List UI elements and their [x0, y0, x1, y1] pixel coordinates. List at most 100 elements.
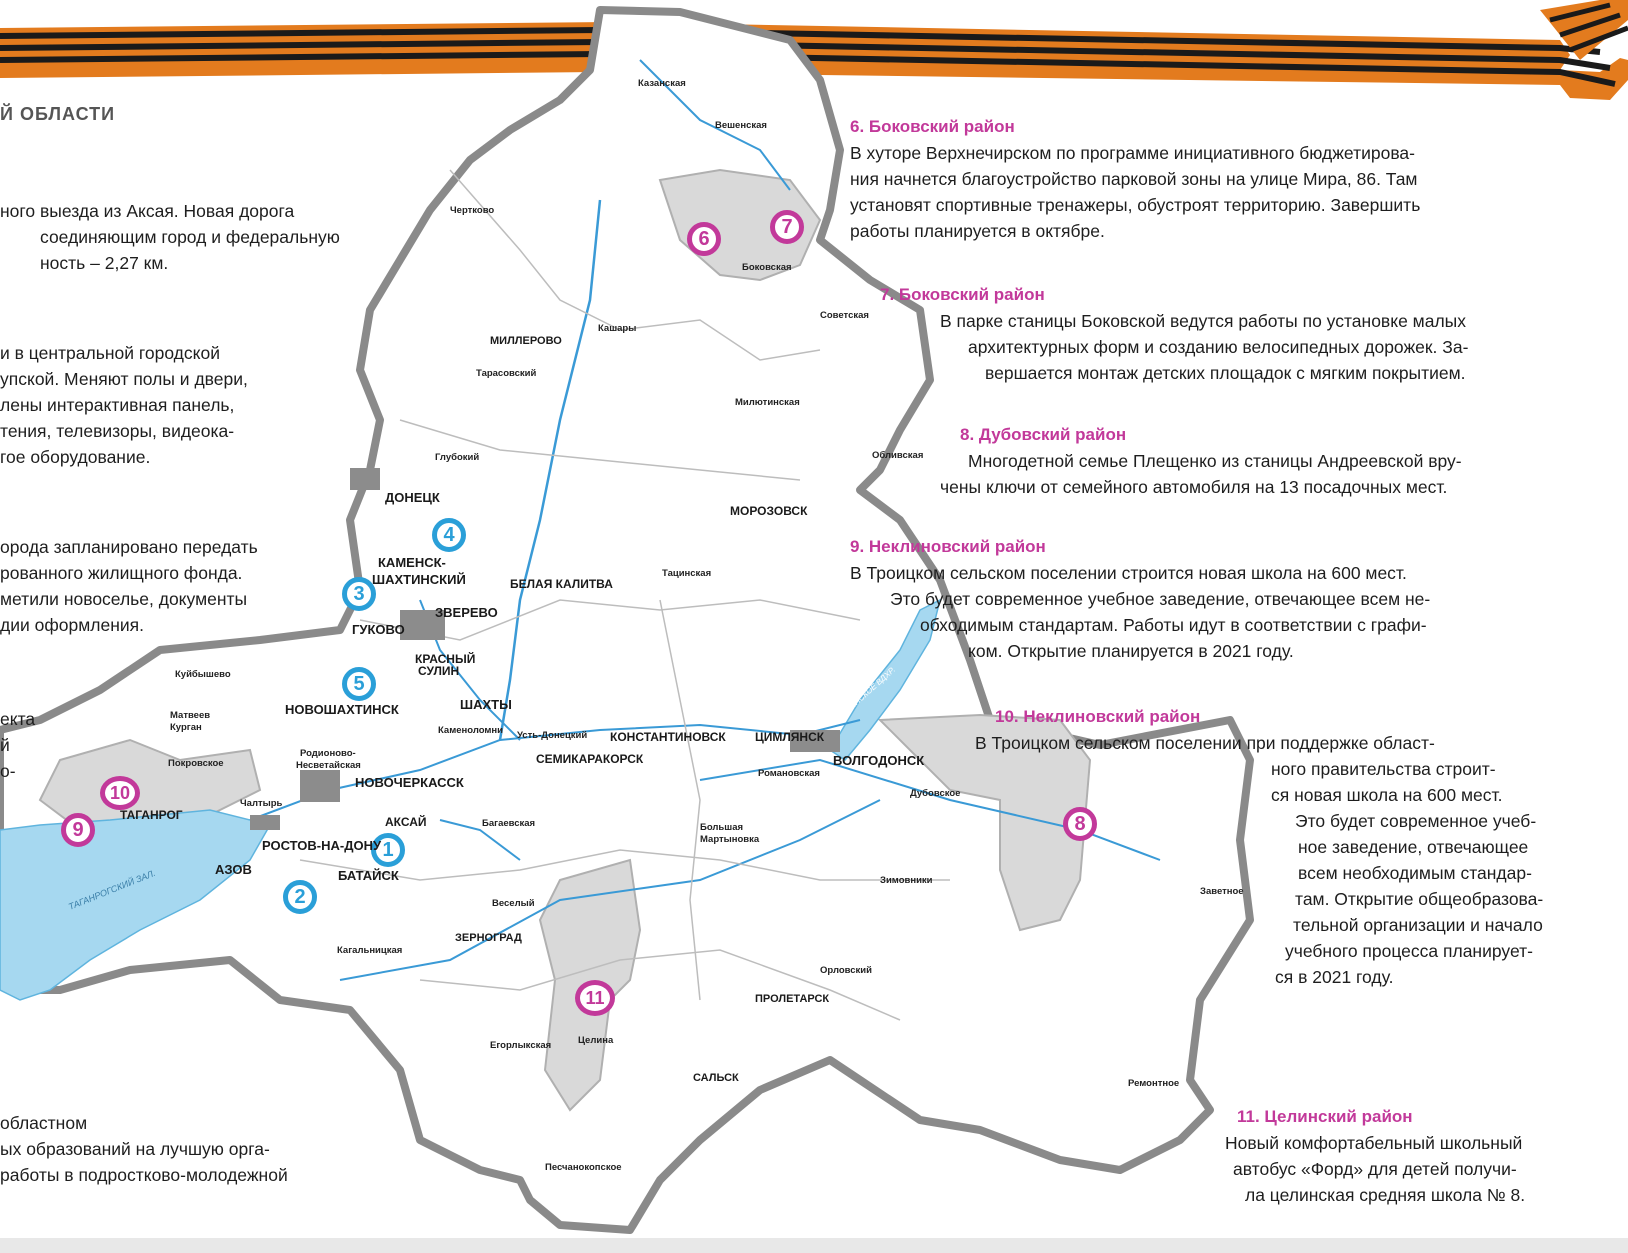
news-line: архитектурных форм и созданию велосипедн…	[968, 337, 1469, 357]
news-line: ное заведение, отвечающее	[1298, 837, 1529, 857]
label-oblivskaya: Обливская	[872, 450, 924, 461]
news-line: чены ключи от семейного автомобиля на 13…	[940, 477, 1448, 497]
news-block-8: 8. Дубовский район Многодетной семье Пле…	[940, 422, 1462, 500]
label-martynovka: Мартыновка	[700, 834, 760, 845]
left-line-16: областном	[0, 1113, 88, 1133]
label-ust-donetsky: Усть-Донецкий	[517, 730, 588, 741]
urban-azov	[250, 815, 280, 830]
label-taganrog: ТАГАНРОГ	[120, 808, 183, 822]
label-zimovniki: Зимовники	[880, 875, 933, 886]
news-line: работы планируется в октябре.	[850, 221, 1105, 241]
label-veshenskaya: Вешенская	[715, 120, 767, 131]
marker-7[interactable]: 7	[770, 210, 804, 244]
news-line: ного правительства строит-	[1271, 759, 1496, 779]
dubovsky-district	[877, 713, 1092, 932]
footer-bar	[0, 1238, 1628, 1253]
label-glubokiy: Глубокий	[435, 452, 480, 463]
label-krasny: КРАСНЫЙ	[415, 652, 476, 666]
label-orlovsky: Орловский	[820, 965, 872, 976]
news-line: В Троицком сельском поселении при поддер…	[975, 733, 1435, 753]
marker-10[interactable]: 10	[100, 776, 140, 810]
label-egorlykskaya: Егорлыкская	[490, 1040, 552, 1051]
label-bolshaya: Большая	[700, 822, 744, 833]
urban-rostov	[300, 770, 340, 802]
label-bataysk: БАТАЙСК	[338, 868, 399, 883]
label-donetsk: ДОНЕЦК	[385, 490, 440, 505]
news-line: Это будет современное учеб-	[1295, 811, 1537, 831]
urban-areas	[250, 468, 840, 830]
label-sovetskaya: Советская	[820, 310, 869, 321]
marker-8[interactable]: 8	[1063, 807, 1097, 841]
news-line: ния начнется благоустройство парковой зо…	[850, 169, 1418, 189]
label-vesely: Веселый	[492, 898, 535, 909]
marker-1[interactable]: 1	[371, 833, 405, 867]
news-heading-8: 8. Дубовский район	[960, 425, 1127, 444]
news-line: Это будет современное учебное заведение,…	[890, 589, 1431, 609]
label-kamenolomni: Каменоломни	[438, 725, 504, 736]
marker-3[interactable]: 3	[342, 577, 376, 611]
label-shakhty: ШАХТЫ	[460, 697, 512, 712]
news-line: ся новая школа на 600 мест.	[1271, 785, 1503, 805]
marker-9[interactable]: 9	[61, 813, 95, 847]
label-belaya-kalitva: БЕЛАЯ КАЛИТВА	[510, 577, 613, 591]
label-rostov: РОСТОВ-НА-ДОНУ	[262, 838, 382, 853]
news-block-7: 7. Боковский район В парке станицы Боков…	[880, 282, 1468, 386]
label-chaltyr: Чалтырь	[240, 798, 283, 809]
label-chertkovo: Чертково	[450, 205, 495, 216]
left-line-13: екта	[0, 709, 36, 729]
rivers	[249, 59, 1161, 981]
marker-5[interactable]: 5	[342, 667, 376, 701]
news-line: В Троицком сельском поселении строится н…	[850, 563, 1407, 583]
news-block-11: 11. Целинский район Новый комфортабельны…	[1225, 1104, 1525, 1208]
page-title: Й ОБЛАСТИ	[0, 104, 116, 124]
label-matveev: Матвеев	[170, 710, 211, 721]
taganrog-bay	[0, 809, 272, 1001]
news-line: обходимым стандартам. Работы идут в соот…	[920, 615, 1427, 635]
label-volgodonsk: ВОЛГОДОНСК	[833, 753, 925, 768]
left-line-12: дии оформления.	[0, 615, 144, 635]
label-millerovo: МИЛЛЕРОВО	[490, 335, 562, 347]
news-line: Многодетной семье Плещенко из станицы Ан…	[968, 451, 1462, 471]
label-semikarakorsk: СЕМИКАРАКОРСК	[536, 752, 644, 766]
news-line: вершается монтаж детских площадок с мягк…	[985, 363, 1466, 383]
label-pokrovskoe: Покровское	[168, 758, 224, 769]
news-line: В хуторе Верхнечирском по программе иниц…	[850, 143, 1415, 163]
left-line-8: гое оборудование.	[0, 447, 151, 467]
news-block-6: 6. Боковский район В хуторе Верхнечирско…	[850, 114, 1420, 244]
label-kagalnitskaya: Кагальницкая	[337, 945, 403, 956]
label-kurgan: Курган	[170, 722, 202, 733]
label-peschanokopskoe: Песчанокопское	[545, 1162, 622, 1173]
label-bagaevskaya: Багаевская	[482, 818, 536, 829]
label-morozovsk: МОРОЗОВСК	[730, 504, 808, 518]
marker-6[interactable]: 6	[687, 222, 721, 256]
label-romanovskaya: Романовская	[758, 768, 820, 779]
label-novocherkassk: НОВОЧЕРКАССК	[355, 775, 464, 790]
label-sulin: СУЛИН	[418, 664, 460, 678]
news-line: там. Открытие общеобразова-	[1295, 889, 1544, 909]
marker-4[interactable]: 4	[432, 518, 466, 552]
label-tsimlyansk: ЦИМЛЯНСК	[755, 730, 825, 744]
label-kashary: Кашары	[598, 323, 637, 334]
label-zavetnoe: Заветное	[1200, 886, 1244, 897]
label-konstantinovsk: КОНСТАНТИНОВСК	[610, 730, 726, 744]
label-remontnoe: Ремонтное	[1128, 1078, 1180, 1089]
label-milyutinskaya: Милютинская	[735, 397, 800, 408]
urban-shakhty	[400, 610, 445, 640]
left-line-18: работы в подростково-молодежной	[0, 1165, 288, 1185]
marker-2[interactable]: 2	[283, 880, 317, 914]
left-line-10: рованного жилищного фонда.	[0, 563, 243, 583]
label-zverevo: ЗВЕРЕВО	[435, 605, 498, 620]
news-block-10: 10. Неклиновский район В Троицком сельск…	[975, 704, 1544, 990]
marker-11[interactable]: 11	[575, 980, 615, 1016]
left-line-5: упской. Меняют полы и двери,	[0, 369, 248, 389]
label-aksay: АКСАЙ	[385, 815, 427, 829]
news-heading-10: 10. Неклиновский район	[995, 707, 1201, 726]
label-zernograd: ЗЕРНОГРАД	[455, 932, 522, 944]
news-heading-9: 9. Неклиновский район	[850, 537, 1046, 556]
left-line-17: ых образований на лучшую орга-	[0, 1139, 270, 1159]
left-line-4: и в центральной городской	[0, 343, 220, 363]
left-line-3: ность – 2,27 км.	[40, 253, 169, 273]
label-azov: АЗОВ	[215, 862, 252, 877]
label-tatsinskaya: Тацинская	[662, 568, 712, 579]
